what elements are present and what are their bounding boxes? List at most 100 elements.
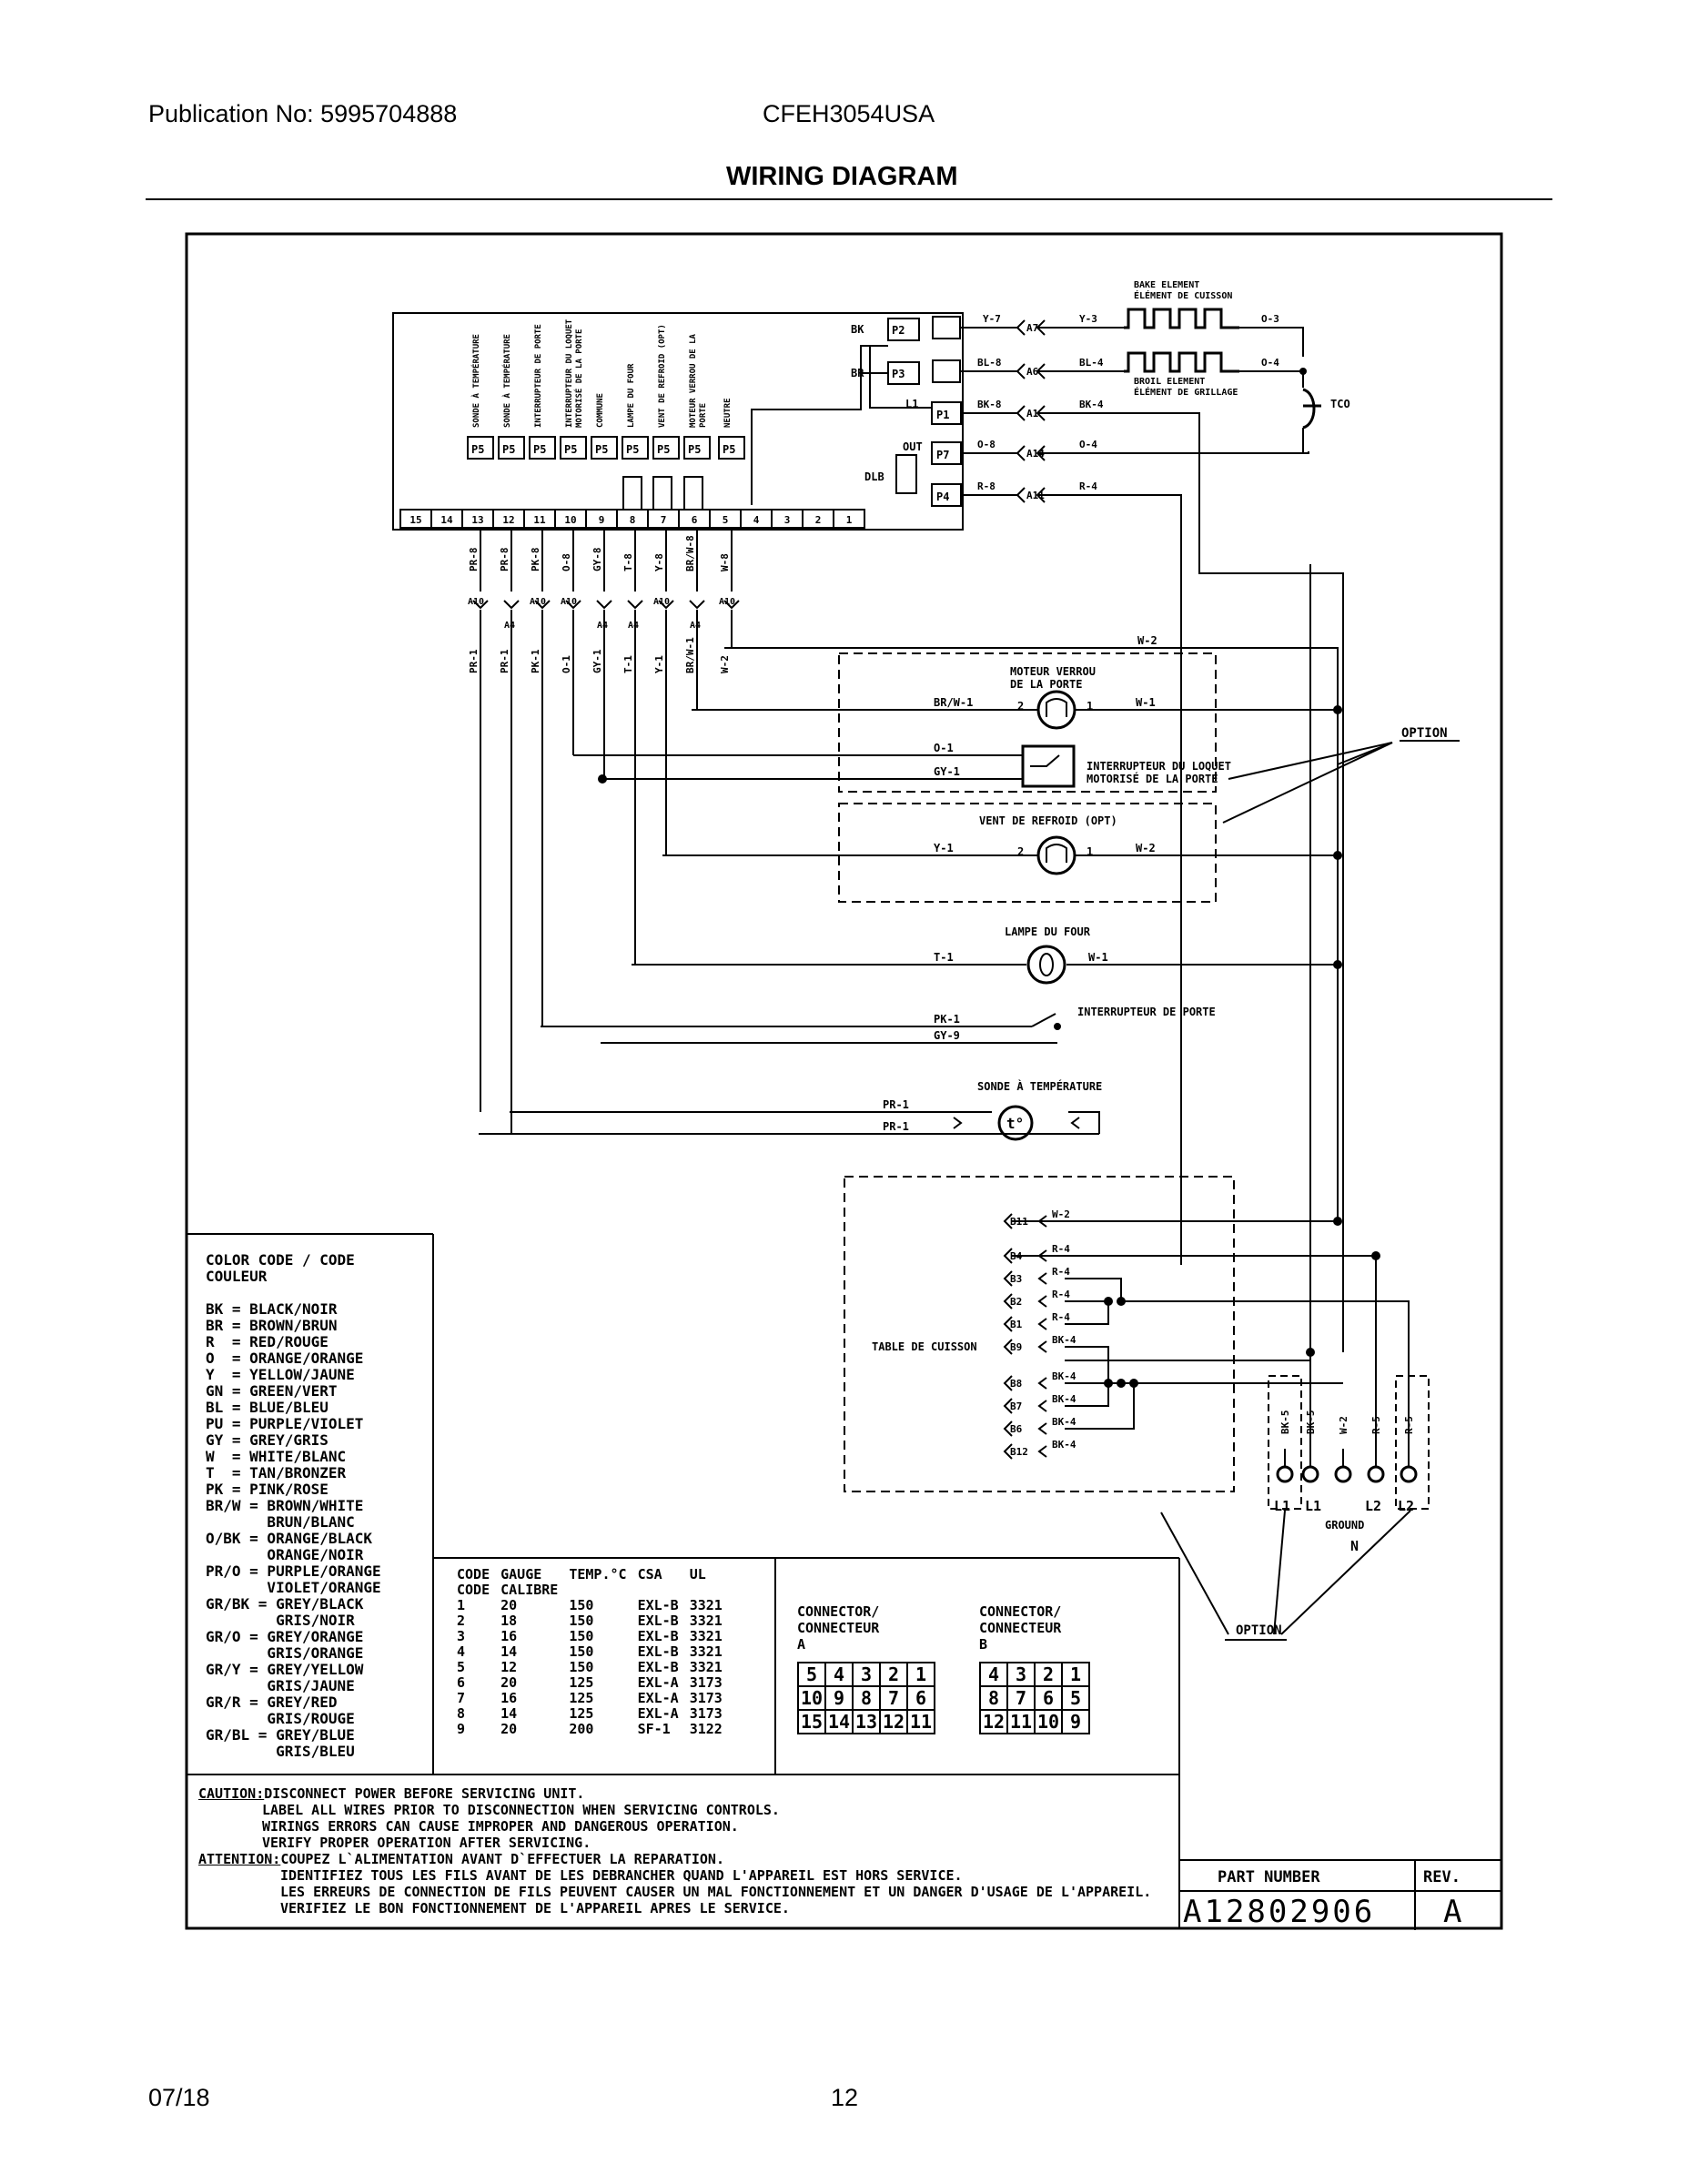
harness-arrow-7 — [689, 600, 705, 610]
lead-4: R-5 — [1403, 1416, 1415, 1434]
gauge-cell: 12 — [500, 1659, 518, 1675]
lock-motor-icon — [1036, 690, 1076, 730]
color-code-entry: GN = GREEN/VERT — [206, 1382, 338, 1400]
page-title: WIRING DIAGRAM — [726, 162, 958, 191]
junction-dots — [598, 705, 1380, 1388]
p5-label-7: P5 — [688, 443, 701, 456]
broil-element-icon — [1124, 351, 1239, 373]
color-code-entry: GRIS/JAUNE — [206, 1677, 355, 1694]
pin-5: 5 — [723, 514, 729, 526]
harness-lower-0: PR-1 — [468, 649, 480, 673]
lead-2: W-2 — [1338, 1416, 1349, 1434]
footer-date: 07/18 — [148, 2084, 210, 2111]
harness-lower-6: Y-1 — [653, 655, 665, 673]
gauge-cell: GAUGE — [500, 1566, 542, 1582]
lock-switch-label-2: MOTORISÉ DE LA PORTE — [1087, 772, 1218, 785]
gauge-cell: 150 — [569, 1643, 594, 1660]
gauge-cell: 6 — [457, 1674, 466, 1691]
top-wire-0: Y-7 — [983, 313, 1001, 325]
top-wire-11: O-4 — [1261, 357, 1279, 369]
connector-pin: 2 — [879, 1662, 908, 1687]
gauge-cell: EXL-B — [637, 1613, 679, 1629]
pin-3: 3 — [784, 514, 791, 526]
color-code-legend: COLOR CODE / CODE COULEUR BK = BLACK/NOI… — [206, 1252, 381, 1760]
connector-pin: 6 — [1034, 1685, 1063, 1711]
harness-arrow-8 — [723, 600, 740, 610]
connector-a-title-2: CONNECTEUR — [797, 1620, 880, 1636]
top-wire-labels: Y-7BL-8BK-8O-8R-8Y-3BL-4BK-4O-4R-4O-3O-4 — [977, 313, 1279, 492]
color-code-entry: BR = BROWN/BRUN — [206, 1317, 338, 1334]
gauge-cell: 3173 — [689, 1674, 723, 1691]
connector-pin: 9 — [1061, 1709, 1090, 1734]
pin-7: 7 — [661, 514, 667, 526]
top-wire-9: R-4 — [1079, 480, 1097, 492]
gauge-cell: CSA — [637, 1566, 662, 1582]
board-label-7-1: PORTE — [699, 403, 708, 428]
cooktop-arrow-9 — [1003, 1443, 1013, 1460]
wire-arrows — [1016, 319, 1046, 503]
color-code-entry: GR/Y = GREY/YELLOW — [206, 1661, 364, 1678]
color-code-entry: GR/O = GREY/ORANGE — [206, 1628, 364, 1645]
gauge-cell: 3321 — [689, 1628, 723, 1644]
harness-term-4: A10 — [719, 597, 735, 607]
connector-p7: P7 — [936, 449, 949, 461]
color-code-entry: O/BK = ORANGE/BLACK — [206, 1530, 373, 1547]
door-switch-label: INTERRUPTEUR DE PORTE — [1077, 1006, 1216, 1018]
cooktop-wire-0: W-2 — [1052, 1208, 1070, 1220]
color-code-entry: PR/O = PURPLE/ORANGE — [206, 1562, 381, 1580]
lamp-right-wire: W-1 — [1088, 951, 1108, 964]
p5-label-1: P5 — [502, 443, 515, 456]
lead-1: BK-5 — [1305, 1410, 1317, 1435]
pin-2: 2 — [815, 514, 822, 526]
connector-pin: 12 — [879, 1709, 908, 1734]
p5-label-8: P5 — [723, 443, 735, 456]
part-number-box: PART NUMBER REV. A12802906 A — [1179, 1859, 1501, 1930]
connector-a-title-1: CONNECTOR/ — [797, 1603, 880, 1620]
p5-box-5 — [622, 436, 649, 460]
pin-1: 1 — [846, 514, 853, 526]
attention-line-3: LES ERREURS DE CONNECTION DE FILS PEUVEN… — [280, 1884, 1152, 1900]
label-dlb: DLB — [864, 470, 884, 483]
connector-pin: 4 — [979, 1662, 1008, 1687]
color-code-entry: BR/W = BROWN/WHITE — [206, 1497, 364, 1514]
color-code-entry: PU = PURPLE/VIOLET — [206, 1415, 364, 1432]
option-lead-box-right — [1395, 1375, 1430, 1510]
board-right-connectors — [887, 316, 962, 507]
gauge-cell: CALIBRE — [500, 1582, 559, 1598]
cooktop-arrow-1 — [1003, 1248, 1013, 1264]
connector-p2: P2 — [892, 324, 905, 337]
color-code-entry: GR/R = GREY/RED — [206, 1694, 338, 1711]
cooktop-terminals: B11W-2B4R-4B3R-4B2R-4B1R-4B9BK-4B8BK-4B7… — [1003, 1208, 1076, 1460]
p5-label-3: P5 — [564, 443, 577, 456]
neutral-label: N — [1350, 1538, 1359, 1554]
connector-a-title-3: A — [797, 1636, 806, 1653]
cooktop-term-B3: B3 — [1010, 1273, 1022, 1285]
cooktop-term-B11: B11 — [1010, 1216, 1028, 1228]
label-bk: BK — [851, 323, 864, 336]
control-board — [392, 312, 964, 531]
cooktop-wire-6: BK-4 — [1052, 1370, 1076, 1382]
lead-3: R-5 — [1370, 1416, 1382, 1434]
color-code-entry: PK = PINK/ROSE — [206, 1481, 329, 1498]
harness-arrow-5 — [627, 600, 643, 610]
cooktop-wire-5: BK-4 — [1052, 1334, 1076, 1346]
cooktop-wire-2: R-4 — [1052, 1266, 1070, 1278]
p5-box-7 — [683, 436, 711, 460]
p5-box-6 — [652, 436, 680, 460]
cooktop-arrow-2 — [1003, 1270, 1013, 1287]
color-code-entry: T = TAN/BRONZER — [206, 1464, 347, 1481]
harness-term-3: A10 — [653, 597, 670, 607]
lead-term-3: L2 — [1398, 1498, 1414, 1514]
probe-wire-1: PR-1 — [883, 1098, 909, 1111]
caution-line-3: WIRINGS ERRORS CAN CAUSE IMPROPER AND DA… — [262, 1818, 739, 1835]
gauge-cell: 5 — [457, 1659, 466, 1675]
option-lead-box-left — [1268, 1375, 1302, 1510]
attention-line-1: COUPEZ L`ALIMENTATION AVANT D`EFFECTUER … — [280, 1851, 724, 1867]
harness-upper-1: PR-8 — [499, 548, 510, 572]
color-code-entry: BL = BLUE/BLEU — [206, 1399, 329, 1416]
p5-box-2 — [529, 436, 556, 460]
p5-box-4 — [591, 436, 618, 460]
